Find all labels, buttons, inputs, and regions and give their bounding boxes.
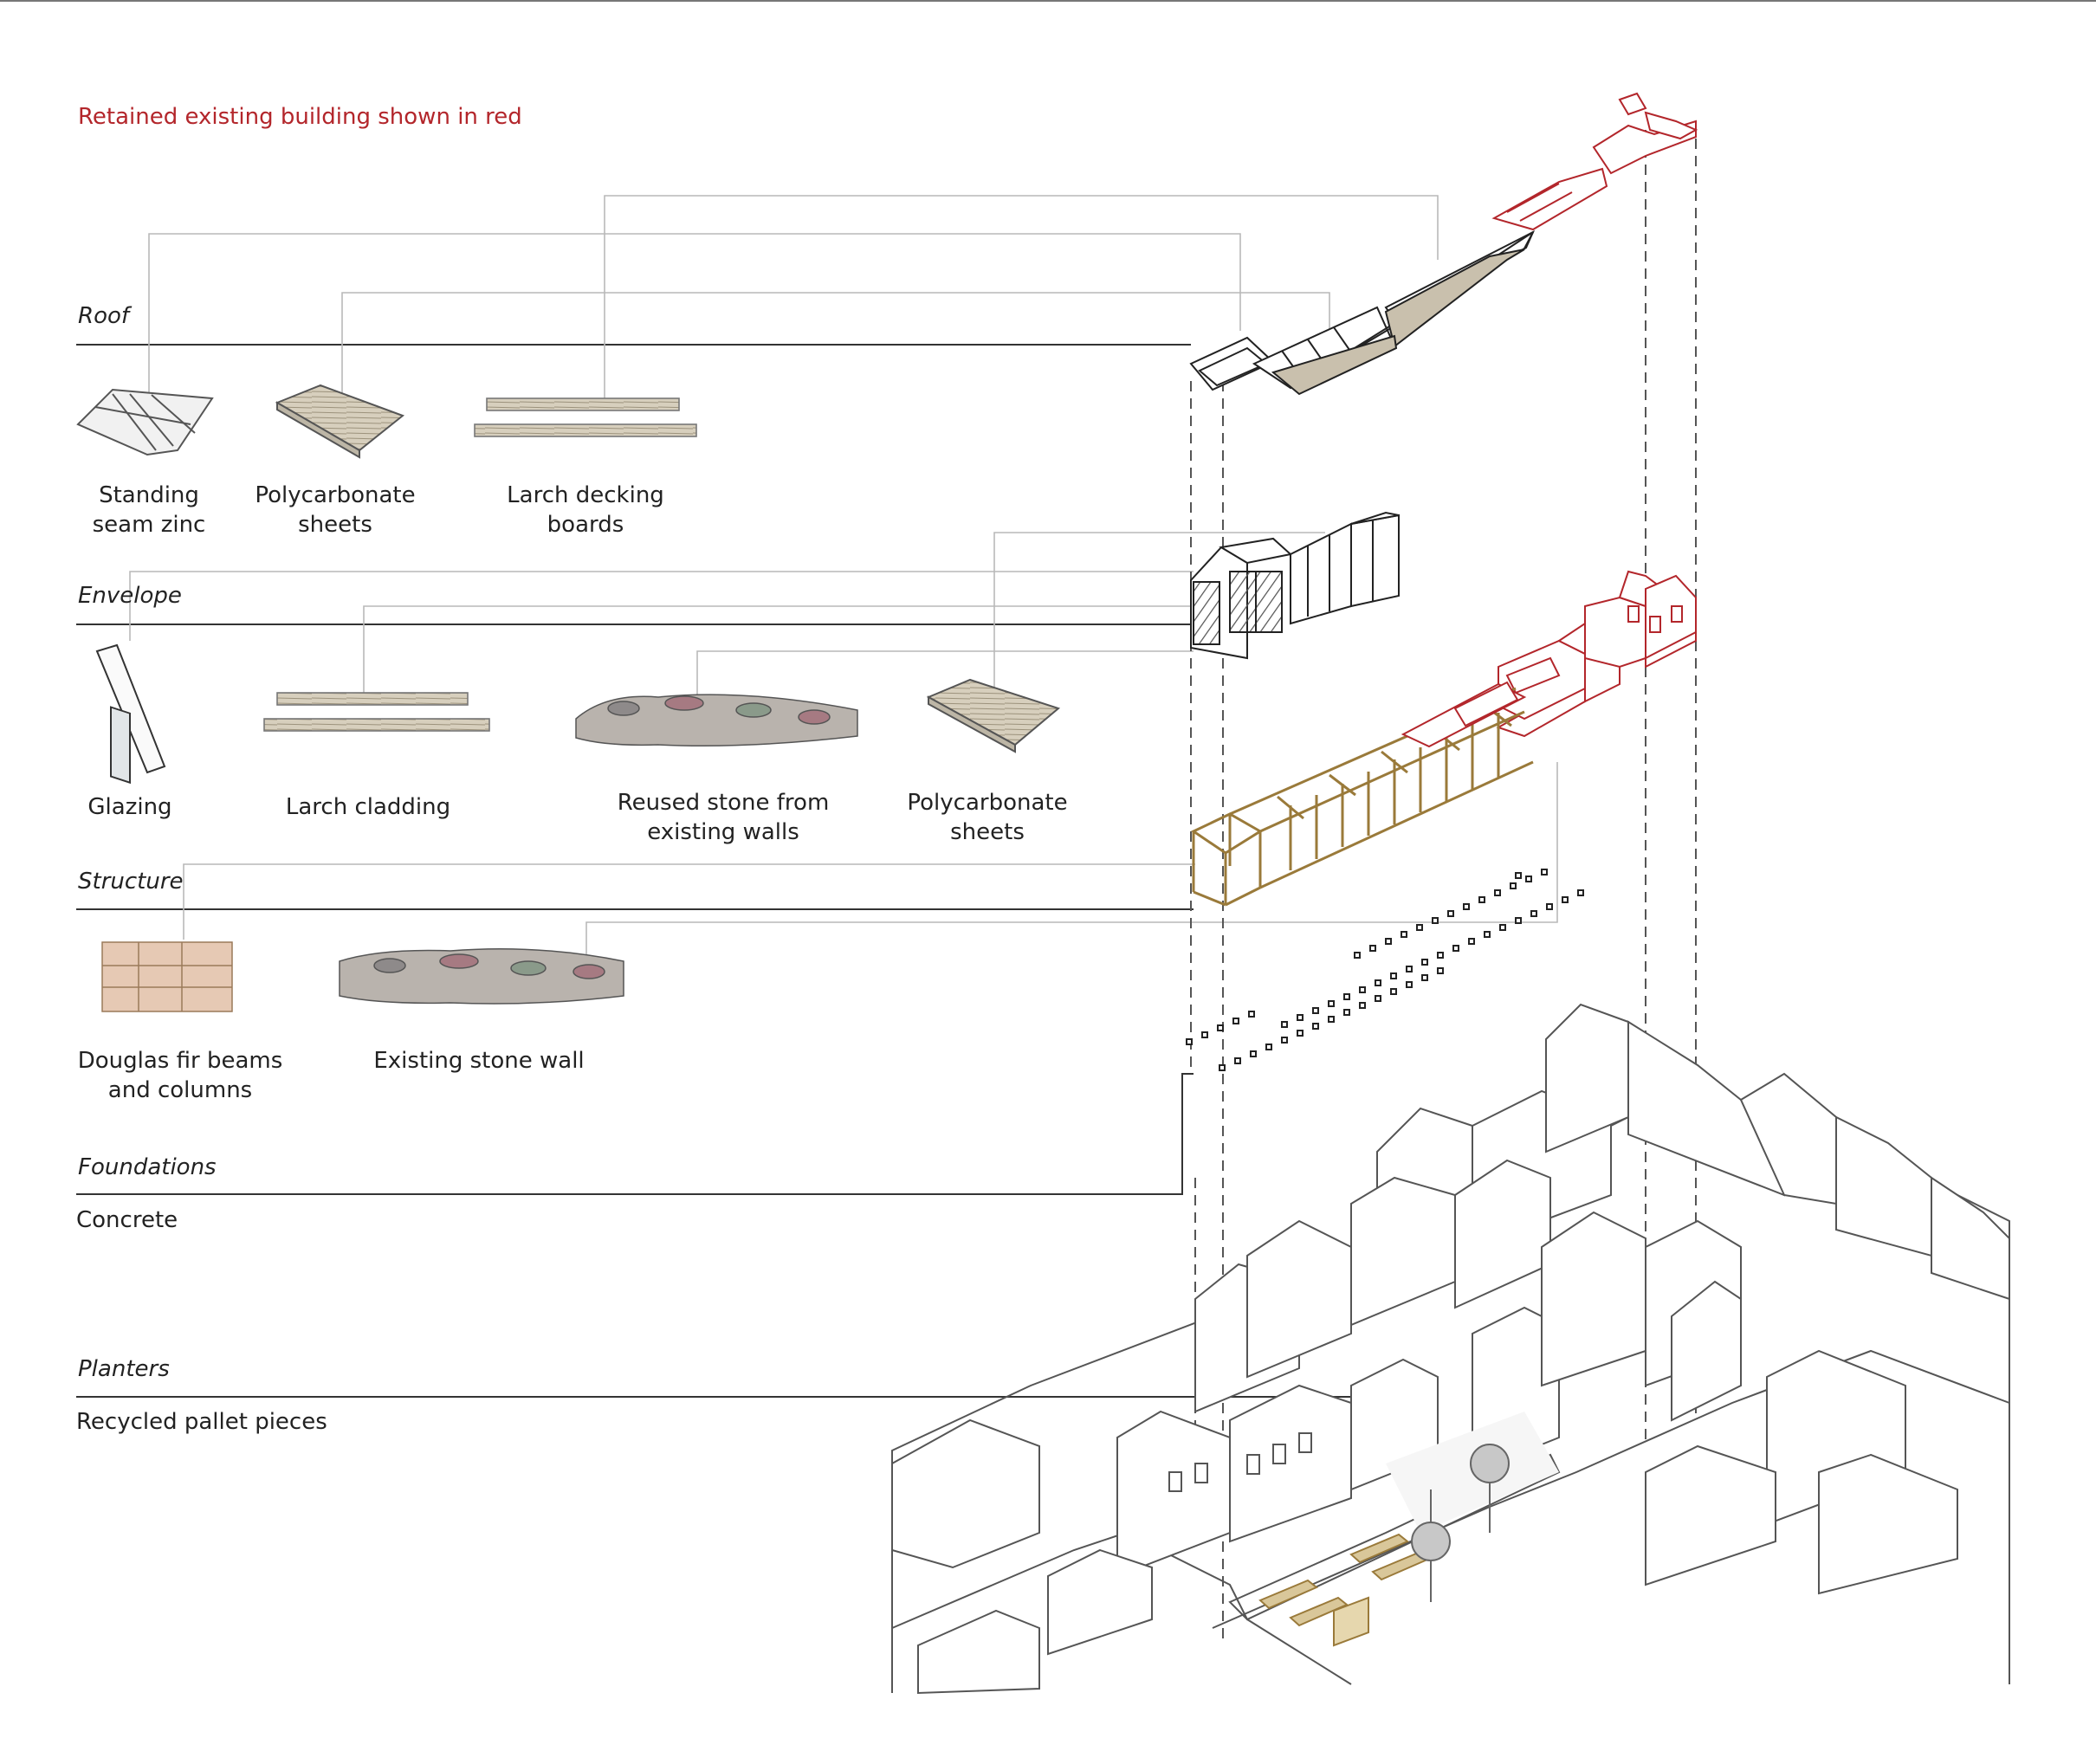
leader-lines <box>129 195 1558 961</box>
window-icon <box>95 643 166 785</box>
envelope-material-label: Reused stone from existing walls <box>617 790 830 845</box>
existing-wall-red <box>1401 681 1527 748</box>
layer-rules <box>76 344 1394 1398</box>
leader-polycarbonate-roof <box>341 292 1330 398</box>
envelope-material-label: Larch cladding <box>285 794 451 820</box>
foundation-pads <box>1186 869 1584 1071</box>
stone-wall-icon <box>575 694 858 746</box>
leader-larch-decking <box>604 195 1439 398</box>
envelope-material-label: Glazing <box>87 794 172 820</box>
zinc-sheet-icon <box>76 388 214 456</box>
foundations-rule <box>76 1073 1194 1195</box>
envelope-heading: Envelope <box>78 583 182 609</box>
roof-heading: Roof <box>78 303 130 329</box>
roof-layer-model <box>1189 229 1536 396</box>
courtyard <box>1228 1412 1561 1647</box>
structure-heading: Structure <box>78 869 184 895</box>
larch-cladding-icon <box>263 692 490 732</box>
planters-heading: Planters <box>78 1356 170 1382</box>
polycarbonate-stack-icon-2 <box>926 678 1061 753</box>
envelope-layer-model <box>1190 511 1400 660</box>
roof-material-label: Polycarbonate sheets <box>255 482 416 538</box>
leader-reused-stone <box>696 650 1194 706</box>
retained-roof-model <box>1491 92 1698 231</box>
leader-larch-cladding <box>363 605 1194 693</box>
roof-material-label: Larch decking boards <box>507 482 664 538</box>
leader-glazing <box>129 571 1194 641</box>
structure-material-label: Douglas fir beams and columns <box>77 1048 283 1103</box>
roof-material-label: Standing seam zinc <box>92 482 206 538</box>
structure-layer-model <box>1190 687 1534 907</box>
envelope-glazed-block <box>1290 522 1352 625</box>
timber-block-icon <box>101 941 233 1012</box>
leader-zinc <box>148 233 1241 398</box>
leader-polycarbonate-envelope <box>993 532 1325 706</box>
stone-wall-icon-2 <box>339 947 624 1005</box>
retained-building-note: Retained existing building shown in red <box>78 104 522 130</box>
leader-douglas-fir <box>183 863 1195 940</box>
trees <box>1411 1444 1510 1602</box>
planters-material-label: Recycled pallet pieces <box>76 1409 327 1435</box>
planters <box>1258 1533 1431 1647</box>
leader-existing-stone <box>585 762 1558 961</box>
site-axonometric <box>891 1003 2010 1695</box>
polycarbonate-stack-icon <box>275 384 405 459</box>
structure-material-label: Existing stone wall <box>373 1048 585 1074</box>
envelope-material-label: Polycarbonate sheets <box>907 790 1068 845</box>
foundations-heading: Foundations <box>78 1154 217 1180</box>
larch-boards-icon <box>474 397 697 437</box>
retained-building-model <box>1496 570 1697 738</box>
foundations-material-label: Concrete <box>76 1207 178 1233</box>
